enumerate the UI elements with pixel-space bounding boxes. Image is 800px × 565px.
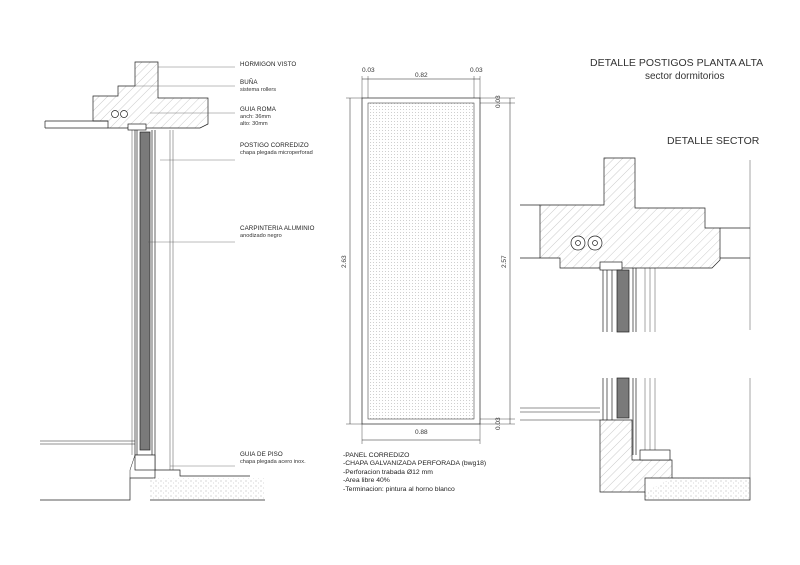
label-hormigon-visto: HORMIGON VISTO — [240, 61, 297, 68]
vertical-section — [40, 61, 265, 501]
sector-title: DETALLE SECTOR — [667, 135, 760, 147]
label-postigo-corredizo: POSTIGO CORREDIZO — [240, 142, 309, 149]
label-guia-de-piso: GUIA DE PISO — [240, 451, 283, 458]
ground-fill — [150, 478, 265, 500]
roller-circle — [120, 110, 128, 118]
panel-perforated-field — [367, 102, 475, 420]
detail-shutter-panel — [616, 269, 630, 333]
concrete-lintel — [92, 61, 209, 129]
floor-slab — [40, 469, 250, 501]
panel-note: -Terminacion: pintura al horno blanco — [343, 485, 455, 493]
detail-lintel — [539, 157, 721, 269]
dim-height-left: 2.63 — [341, 255, 348, 268]
label-guia-de-piso-sub: chapa plegada acero inox. — [240, 459, 306, 465]
label-guia-roma: GUIA ROMA — [240, 106, 276, 113]
label-buna-sub: sistema rollers — [240, 87, 277, 93]
roller-circle — [111, 110, 119, 118]
page-subtitle: sector dormitorios — [645, 71, 725, 82]
panel-note: -CHAPA GALVANIZADA PERFORADA (bwg18) — [343, 460, 487, 468]
panel-note: -Area libre 40% — [343, 477, 390, 485]
dim-top-right: 0.03 — [470, 67, 483, 74]
panel-note: -PANEL CORREDIZO — [343, 452, 410, 459]
dim-height-right: 2.57 — [501, 255, 508, 268]
dim-right-bottom: 0.03 — [495, 417, 502, 430]
dim-top-left: 0.03 — [362, 67, 375, 74]
detail-shutter-panel-lower — [616, 377, 630, 419]
detail-sector — [520, 157, 751, 501]
shutter-panel — [139, 131, 151, 451]
label-carpinteria-aluminio-sub: anodizado negro — [240, 233, 282, 239]
dim-top-mid: 0.82 — [415, 72, 428, 79]
page-title: DETALLE POSTIGOS PLANTA ALTA — [590, 57, 764, 69]
panel-note: -Perforacion trabada Ø12 mm — [343, 468, 433, 476]
dim-right-top: 0.03 — [495, 95, 502, 108]
dim-bottom: 0.88 — [415, 429, 428, 436]
label-guia-roma-sub: anch: 36mm — [240, 114, 271, 120]
panel-notes: -PANEL CORREDIZO -CHAPA GALVANIZADA PERF… — [343, 452, 486, 494]
panel-elevation — [346, 76, 515, 444]
label-postigo-corredizo-sub: chapa plegada microperforad — [240, 150, 313, 156]
label-guia-roma-sub2: alto: 30mm — [240, 121, 268, 127]
label-carpinteria-aluminio: CARPINTERIA ALUMINIO — [240, 225, 315, 232]
label-buna: BUÑA — [240, 79, 258, 86]
